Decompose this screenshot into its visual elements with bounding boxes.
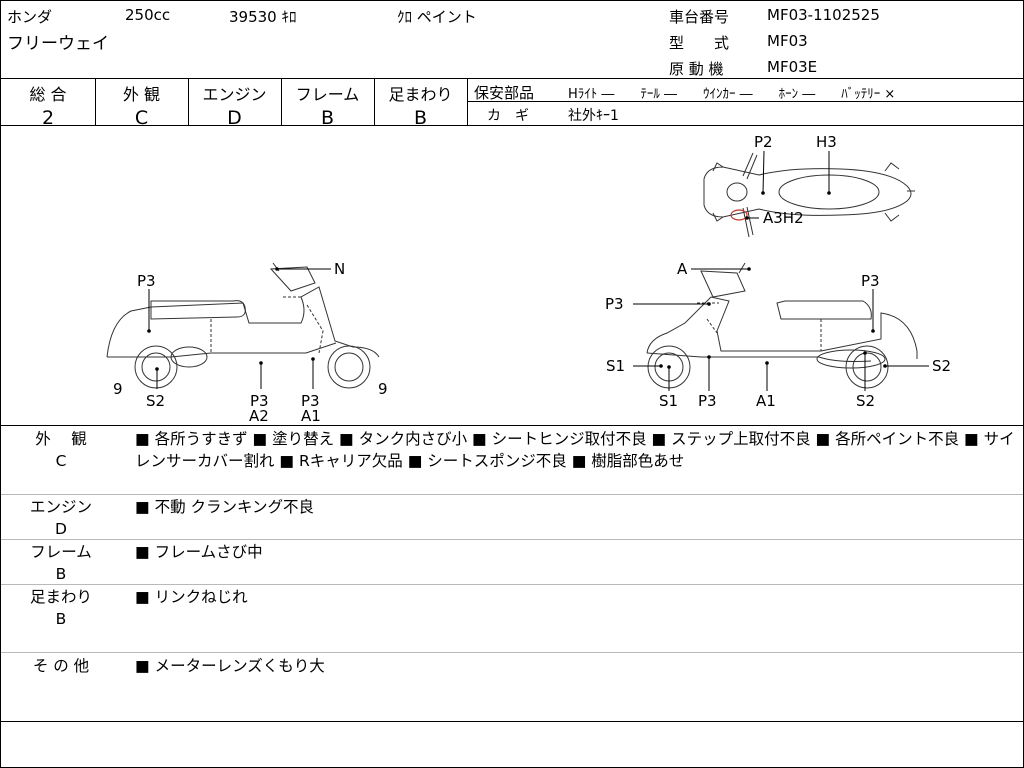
label-a2: A2 [249, 407, 269, 425]
damage-diagram: P2 H3 A3H2 N P3 9 S2 P3 A2 P3 A1 9 A P3 … [106, 133, 951, 425]
divider [467, 101, 1023, 102]
divider [1, 584, 1023, 585]
grade-engine-label: エンジン [202, 85, 267, 104]
grade-engine: エンジン D [188, 81, 281, 129]
label-a1: A1 [756, 392, 776, 410]
section-remarks: ■ リンクねじれ [135, 588, 248, 606]
label-s2: S2 [856, 392, 875, 410]
divider [1, 494, 1023, 495]
leader-dots [147, 191, 887, 371]
section-remarks: ■ フレームさび中 [135, 543, 263, 561]
label-s1: S1 [659, 392, 678, 410]
divider [1, 721, 1023, 722]
label-p3: P3 [137, 272, 156, 290]
label-n: N [334, 260, 345, 278]
divider [1, 78, 1023, 79]
grade-frame-label: フレーム [295, 85, 360, 104]
grade-overall-value: 2 [41, 107, 55, 129]
divider [95, 78, 96, 125]
divider [1, 125, 1023, 126]
type-value: MF03 [767, 32, 808, 50]
label-9: 9 [113, 380, 123, 398]
divider [1, 539, 1023, 540]
section-label: 外 観 [35, 430, 87, 448]
label-p3: P3 [861, 272, 880, 290]
section-grade: D [55, 520, 67, 538]
label-p3: P3 [605, 295, 624, 313]
grade-overall: 総 合 2 [1, 81, 95, 129]
body-color: ｸﾛ ペイント [397, 8, 477, 26]
label-s1: S1 [606, 357, 625, 375]
section-other: そ の 他 [19, 655, 103, 677]
leader-lines [148, 150, 929, 391]
section-grade: B [55, 565, 67, 583]
section-exterior: 外 観 C [19, 428, 103, 472]
section-label: そ の 他 [32, 657, 90, 675]
label-p3: P3 [698, 392, 717, 410]
label-a1: A1 [301, 407, 321, 425]
safety-items: Hﾗｲﾄ ― ﾃｰﾙ ― ｳｲﾝｶｰ ― ﾎｰﾝ ― ﾊﾞｯﾃﾘｰ × [568, 87, 896, 102]
grade-frame: フレーム B [281, 81, 374, 129]
section-frame: フレーム B [19, 541, 103, 585]
grade-suspension-value: B [413, 107, 428, 129]
divider [374, 78, 375, 125]
section-label: エンジン [29, 498, 92, 516]
section-remarks: ■ 不動 クランキング不良 [135, 498, 315, 516]
frame-no: MF03-1102525 [767, 6, 880, 24]
key-value: 社外ｷｰ1 [568, 108, 619, 124]
engine-value: MF03E [767, 58, 818, 76]
section-grade: B [55, 610, 67, 628]
section-grade: C [55, 452, 67, 470]
label-s2: S2 [146, 392, 165, 410]
label-p2: P2 [754, 133, 773, 151]
label-s2: S2 [932, 357, 951, 375]
section-remarks: ■ 各所うすきず ■ 塗り替え ■ タンク内さび小 ■ シートヒンジ取付不良 ■… [135, 430, 1015, 470]
scooter-left-view [106, 262, 380, 389]
key-label: カ ギ [487, 108, 529, 124]
label-h3: H3 [816, 133, 837, 151]
grade-exterior: 外 観 C [95, 81, 188, 129]
grade-frame-value: B [320, 107, 335, 129]
engine-label: 原 動 機 [669, 60, 724, 78]
damage-mark [730, 209, 748, 221]
grade-exterior-value: C [134, 107, 149, 129]
label-a3h2: A3H2 [763, 209, 804, 227]
type-label: 型 式 [669, 34, 730, 52]
grade-suspension: 足まわり B [374, 81, 467, 129]
label-a: A [677, 260, 688, 278]
divider [188, 78, 189, 125]
label-p3: P3 [250, 392, 269, 410]
divider [1, 425, 1023, 426]
grade-overall-label: 総 合 [29, 85, 67, 104]
grade-suspension-label: 足まわり [388, 85, 453, 104]
safety-label: 保安部品 [474, 84, 535, 102]
mileage: 39530 ｷﾛ [229, 8, 297, 26]
section-remarks: ■ メーターレンズくもり大 [135, 657, 325, 675]
scooter-top-view [703, 152, 915, 238]
model-name: フリーウェイ [7, 34, 109, 54]
maker: ホンダ [7, 8, 53, 26]
displacement: 250cc [125, 6, 171, 24]
grade-exterior-label: 外 観 [122, 85, 161, 104]
section-suspension: 足まわり B [19, 586, 103, 630]
grade-engine-value: D [227, 107, 242, 129]
divider [281, 78, 282, 125]
divider [1, 652, 1023, 653]
section-engine: エンジン D [19, 496, 103, 540]
label-9: 9 [378, 380, 388, 398]
label-p3: P3 [301, 392, 320, 410]
section-label: 足まわり [29, 588, 92, 606]
section-label: フレーム [30, 543, 92, 561]
frame-no-label: 車台番号 [669, 8, 730, 26]
